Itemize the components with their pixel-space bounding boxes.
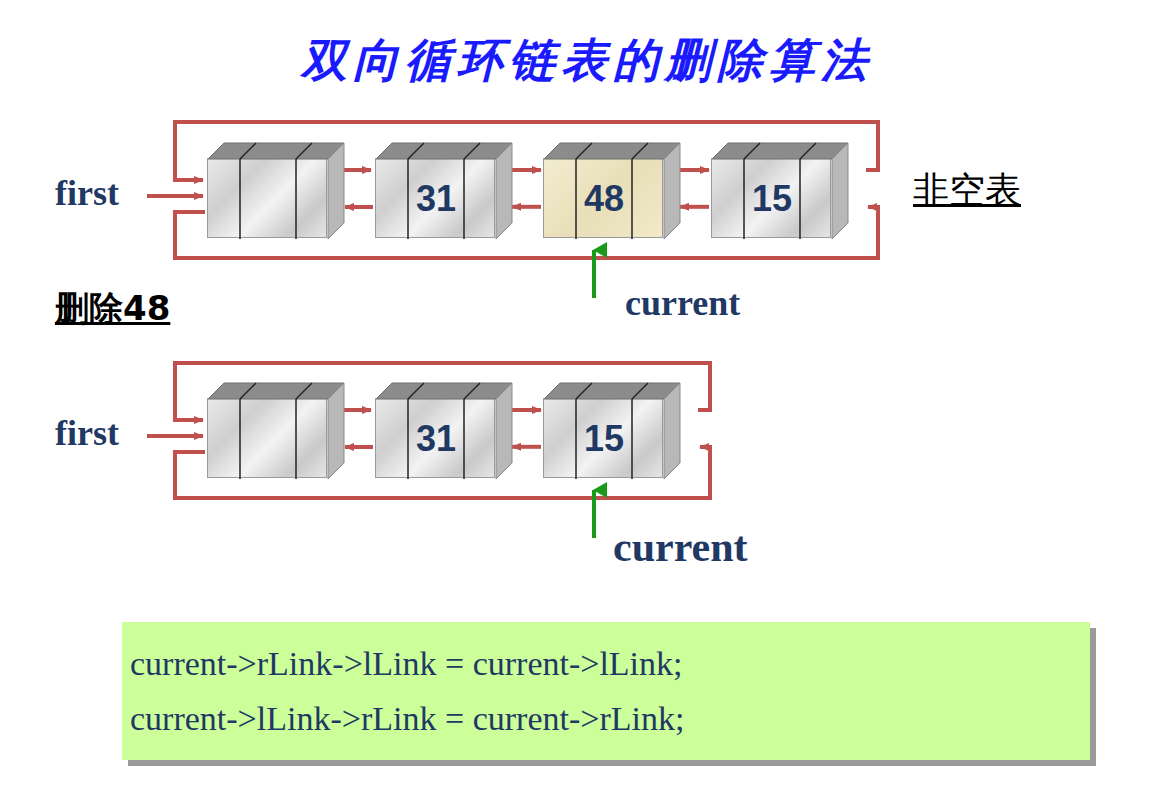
field-divider bbox=[408, 143, 424, 159]
list-node: 15 bbox=[711, 158, 831, 238]
node-value: 31 bbox=[408, 159, 464, 239]
node-value: 48 bbox=[576, 159, 632, 239]
pointer-label: current bbox=[625, 282, 740, 325]
field-divider bbox=[464, 143, 480, 159]
pointer-label: first bbox=[55, 172, 119, 215]
header-llink bbox=[345, 205, 373, 209]
link-arrow bbox=[512, 168, 541, 172]
node-value: 15 bbox=[744, 159, 800, 239]
field-divider bbox=[576, 143, 592, 159]
box-3d-faces bbox=[208, 159, 328, 239]
side-face bbox=[832, 143, 848, 239]
side-face bbox=[496, 383, 512, 479]
field-divider bbox=[744, 143, 760, 159]
pointer-label: first bbox=[55, 412, 119, 455]
field-divider bbox=[575, 159, 577, 239]
link-arrow bbox=[512, 205, 541, 209]
step-label: 删除48 bbox=[55, 288, 170, 329]
node-value: 31 bbox=[408, 399, 464, 479]
list-node: 48 bbox=[543, 158, 663, 238]
field-divider bbox=[295, 159, 297, 239]
top-face bbox=[376, 383, 512, 399]
link-arrow bbox=[512, 445, 541, 449]
header-node bbox=[207, 158, 327, 238]
field-divider bbox=[239, 159, 241, 239]
field-divider bbox=[240, 383, 256, 399]
first-pointer bbox=[147, 434, 203, 438]
field-divider bbox=[463, 159, 465, 239]
field-divider bbox=[632, 143, 648, 159]
header-node bbox=[207, 398, 327, 478]
field-divider bbox=[296, 383, 312, 399]
field-divider bbox=[799, 159, 801, 239]
code-line: current->rLink->lLink = current->lLink; bbox=[130, 636, 1082, 691]
header-rlink bbox=[343, 168, 371, 172]
field-divider bbox=[296, 143, 312, 159]
list-node: 31 bbox=[375, 398, 495, 478]
box-3d-faces bbox=[208, 399, 328, 479]
first-pointer bbox=[147, 194, 203, 198]
top-face bbox=[712, 143, 848, 159]
field-divider bbox=[743, 159, 745, 239]
link-arrow bbox=[680, 205, 709, 209]
current-pointer bbox=[592, 250, 596, 298]
field-divider bbox=[407, 159, 409, 239]
field-divider bbox=[576, 383, 592, 399]
top-face bbox=[208, 143, 344, 159]
list-node: 31 bbox=[375, 158, 495, 238]
field-divider bbox=[464, 383, 480, 399]
field-divider bbox=[632, 383, 648, 399]
field-divider bbox=[631, 399, 633, 479]
field-divider bbox=[408, 383, 424, 399]
top-face bbox=[376, 143, 512, 159]
field-divider bbox=[295, 399, 297, 479]
side-face bbox=[664, 143, 680, 239]
field-divider bbox=[800, 143, 816, 159]
field-divider bbox=[631, 159, 633, 239]
link-arrow bbox=[512, 408, 541, 412]
side-face bbox=[328, 383, 344, 479]
top-face bbox=[544, 383, 680, 399]
field-divider bbox=[575, 399, 577, 479]
side-face bbox=[496, 143, 512, 239]
top-face bbox=[208, 383, 344, 399]
list-node: 15 bbox=[543, 398, 663, 478]
pointer-label: current bbox=[613, 522, 748, 572]
node-value: 15 bbox=[576, 399, 632, 479]
field-divider bbox=[407, 399, 409, 479]
top-face bbox=[544, 143, 680, 159]
state-label: 非空表 bbox=[913, 168, 1021, 211]
side-face bbox=[664, 383, 680, 479]
code-box: current->rLink->lLink = current->lLink;c… bbox=[122, 622, 1090, 760]
side-face bbox=[328, 143, 344, 239]
field-divider bbox=[240, 143, 256, 159]
field-divider bbox=[239, 399, 241, 479]
page-title: 双向循环链表的删除算法 bbox=[0, 30, 1174, 92]
link-arrow bbox=[680, 168, 709, 172]
header-rlink bbox=[343, 408, 371, 412]
header-llink bbox=[345, 445, 373, 449]
current-pointer bbox=[592, 490, 596, 538]
code-line: current->lLink->rLink = current->rLink; bbox=[130, 691, 1082, 746]
field-divider bbox=[463, 399, 465, 479]
